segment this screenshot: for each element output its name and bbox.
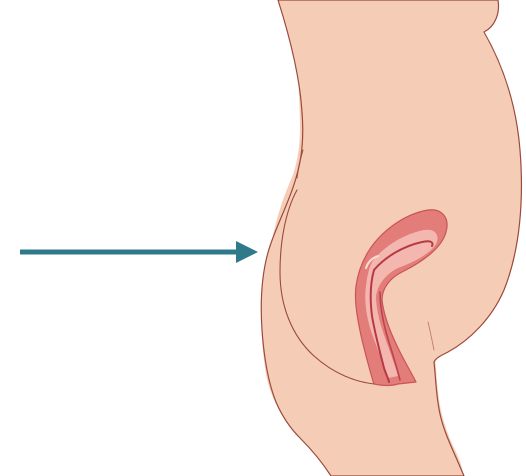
arrow-right-icon — [20, 241, 258, 263]
arrow-head — [236, 241, 258, 263]
